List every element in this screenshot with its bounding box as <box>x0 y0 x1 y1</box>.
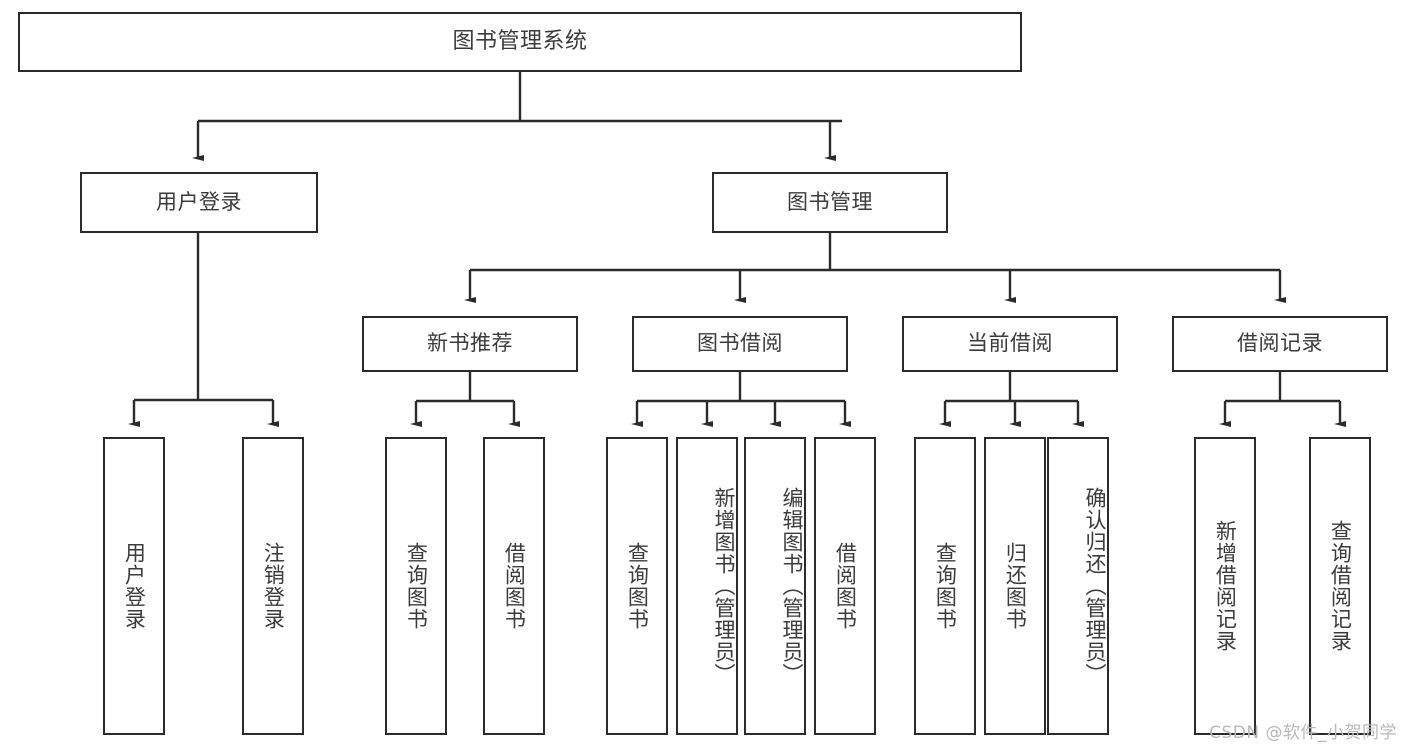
node-leaf-borrow-book-2[interactable]: 借阅图书 <box>814 437 876 735</box>
node-leaf-edit-book[interactable]: 编辑图书（管理员） <box>744 437 806 735</box>
node-leaf-borrow-book-1[interactable]: 借阅图书 <box>483 437 545 735</box>
node-leaf-query-book-2[interactable]: 查询图书 <box>606 437 668 735</box>
node-label: 归还图书 <box>1003 542 1028 630</box>
node-label: 当前借阅 <box>967 331 1053 356</box>
node-new-book-recommend[interactable]: 新书推荐 <box>362 316 578 372</box>
node-label: 图书管理系统 <box>452 28 588 54</box>
node-label: 借阅记录 <box>1237 331 1323 356</box>
node-book-borrow[interactable]: 图书借阅 <box>632 316 848 372</box>
node-label: 确认归还（管理员） <box>1083 487 1107 685</box>
node-label: 借阅图书 <box>833 542 858 630</box>
node-label: 图书管理 <box>787 189 873 214</box>
node-leaf-return-book[interactable]: 归还图书 <box>984 437 1046 735</box>
node-leaf-query-book-3[interactable]: 查询图书 <box>914 437 976 735</box>
node-leaf-query-book-1[interactable]: 查询图书 <box>385 437 447 735</box>
node-label: 用户登录 <box>156 189 242 214</box>
node-leaf-add-book[interactable]: 新增图书（管理员） <box>676 437 738 735</box>
node-current-borrow[interactable]: 当前借阅 <box>902 316 1118 372</box>
node-leaf-user-login[interactable]: 用户登录 <box>103 437 165 735</box>
node-leaf-logout[interactable]: 注销登录 <box>242 437 304 735</box>
node-label: 新增图书（管理员） <box>712 487 736 685</box>
node-leaf-query-record[interactable]: 查询借阅记录 <box>1309 437 1371 735</box>
node-leaf-confirm-return[interactable]: 确认归还（管理员） <box>1047 437 1109 735</box>
node-label: 编辑图书（管理员） <box>780 487 804 685</box>
node-label: 查询图书 <box>404 542 429 630</box>
node-root-book-management-system[interactable]: 图书管理系统 <box>18 12 1022 72</box>
node-label: 用户登录 <box>122 542 147 630</box>
node-user-login[interactable]: 用户登录 <box>80 172 318 233</box>
watermark: CSDN @软件_小贺同学 <box>1209 723 1397 743</box>
node-leaf-add-record[interactable]: 新增借阅记录 <box>1194 437 1256 735</box>
node-borrow-record[interactable]: 借阅记录 <box>1172 316 1388 372</box>
node-label: 查询借阅记录 <box>1328 520 1353 652</box>
node-label: 图书借阅 <box>697 331 783 356</box>
node-label: 注销登录 <box>261 542 286 630</box>
node-label: 查询图书 <box>933 542 958 630</box>
node-book-management[interactable]: 图书管理 <box>712 172 948 233</box>
node-label: 查询图书 <box>625 542 650 630</box>
node-label: 新书推荐 <box>427 331 513 356</box>
node-label: 借阅图书 <box>502 542 527 630</box>
node-label: 新增借阅记录 <box>1213 520 1238 652</box>
